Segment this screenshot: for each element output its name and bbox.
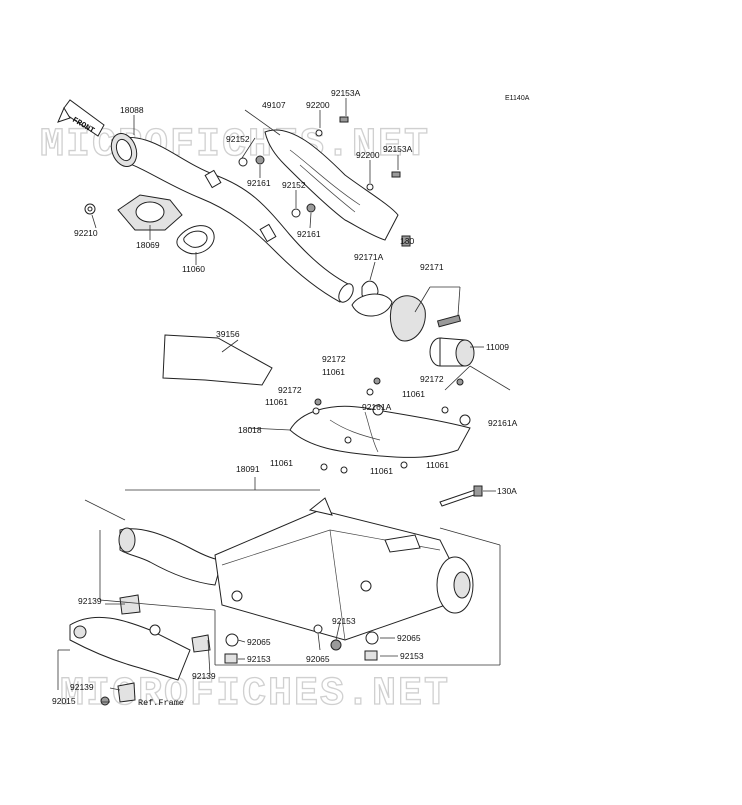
callout-92152-b: 92152: [282, 180, 306, 190]
callout-92200-a: 92200: [306, 100, 330, 110]
callout-130A: 130A: [497, 486, 517, 496]
clamp-assembly: [351, 235, 462, 342]
callout-92153A-b: 92153A: [383, 144, 413, 154]
gasket-ring: [176, 225, 215, 255]
exhaust-header-pipe: [110, 133, 354, 303]
muffler-cover: [289, 377, 471, 474]
callout-18069: 18069: [136, 240, 160, 250]
callout-18091: 18091: [236, 464, 260, 474]
callout-92152-a: 92152: [226, 134, 250, 144]
callout-39156: 39156: [216, 329, 240, 339]
watermark-bottom: MICROFICHES.NET: [60, 672, 450, 717]
front-arrow-icon: FRONT: [57, 99, 105, 137]
callout-92065-b: 92065: [306, 654, 330, 664]
muffler-body: [118, 497, 474, 641]
bolt-130A: [439, 485, 483, 507]
heat-insulator-plate: [162, 334, 273, 386]
nut-92210: [84, 203, 96, 215]
callout-92015: 92015: [52, 696, 76, 706]
callout-92200-b: 92200: [356, 150, 380, 160]
callout-92161-a: 92161: [247, 178, 271, 188]
callout-92139-b: 92139: [192, 671, 216, 681]
callout-18088: 18088: [120, 105, 144, 115]
callout-130: 130: [400, 236, 414, 246]
callout-92139-a: 92139: [78, 596, 102, 606]
muffler-sleeve: [429, 337, 475, 367]
callout-92153-a: 92153: [332, 616, 356, 626]
callout-92161A-b: 92161A: [488, 418, 518, 428]
callout-92171A: 92171A: [354, 252, 384, 262]
callout-92153-b: 92153: [247, 654, 271, 664]
leader-lines: [57, 98, 511, 703]
callout-49107: 49107: [262, 100, 286, 110]
flange-gasket: [117, 194, 183, 231]
callout-labels: 18088 49107 92200 92153A 92152 92161 922…: [52, 88, 518, 708]
callout-11060: 11060: [182, 264, 205, 274]
callout-11061-f: 11061: [426, 460, 449, 470]
callout-11009: 11009: [486, 342, 509, 352]
callout-92153-c: 92153: [400, 651, 424, 661]
callout-92172-c: 92172: [278, 385, 302, 395]
callout-92161A-a: 92161A: [362, 402, 392, 412]
callout-11061-c: 11061: [265, 397, 288, 407]
callout-92065-a: 92065: [247, 637, 271, 647]
fasteners-top: [238, 116, 401, 218]
callout-92210: 92210: [74, 228, 98, 238]
callout-92172-a: 92172: [322, 354, 346, 364]
callout-92171: 92171: [420, 262, 444, 272]
callout-11061-b: 11061: [402, 389, 425, 399]
watermark-top: MICROFICHES.NET: [40, 123, 430, 168]
callout-92161-b: 92161: [297, 229, 321, 239]
callout-18018: 18018: [238, 425, 262, 435]
callout-11061-e: 11061: [370, 466, 393, 476]
heat-guard-upper: [264, 129, 399, 241]
callout-92153A-a: 92153A: [331, 88, 361, 98]
diagram-code: E1140A: [505, 95, 530, 102]
ref-frame-label: Ref.Frame: [138, 698, 184, 708]
callout-92172-b: 92172: [420, 374, 444, 384]
callout-11061-d: 11061: [270, 458, 293, 468]
frame-bracket: [69, 594, 211, 706]
callout-92065-c: 92065: [397, 633, 421, 643]
callout-11061-a: 11061: [322, 367, 345, 377]
callout-92139-c: 92139: [70, 682, 94, 692]
